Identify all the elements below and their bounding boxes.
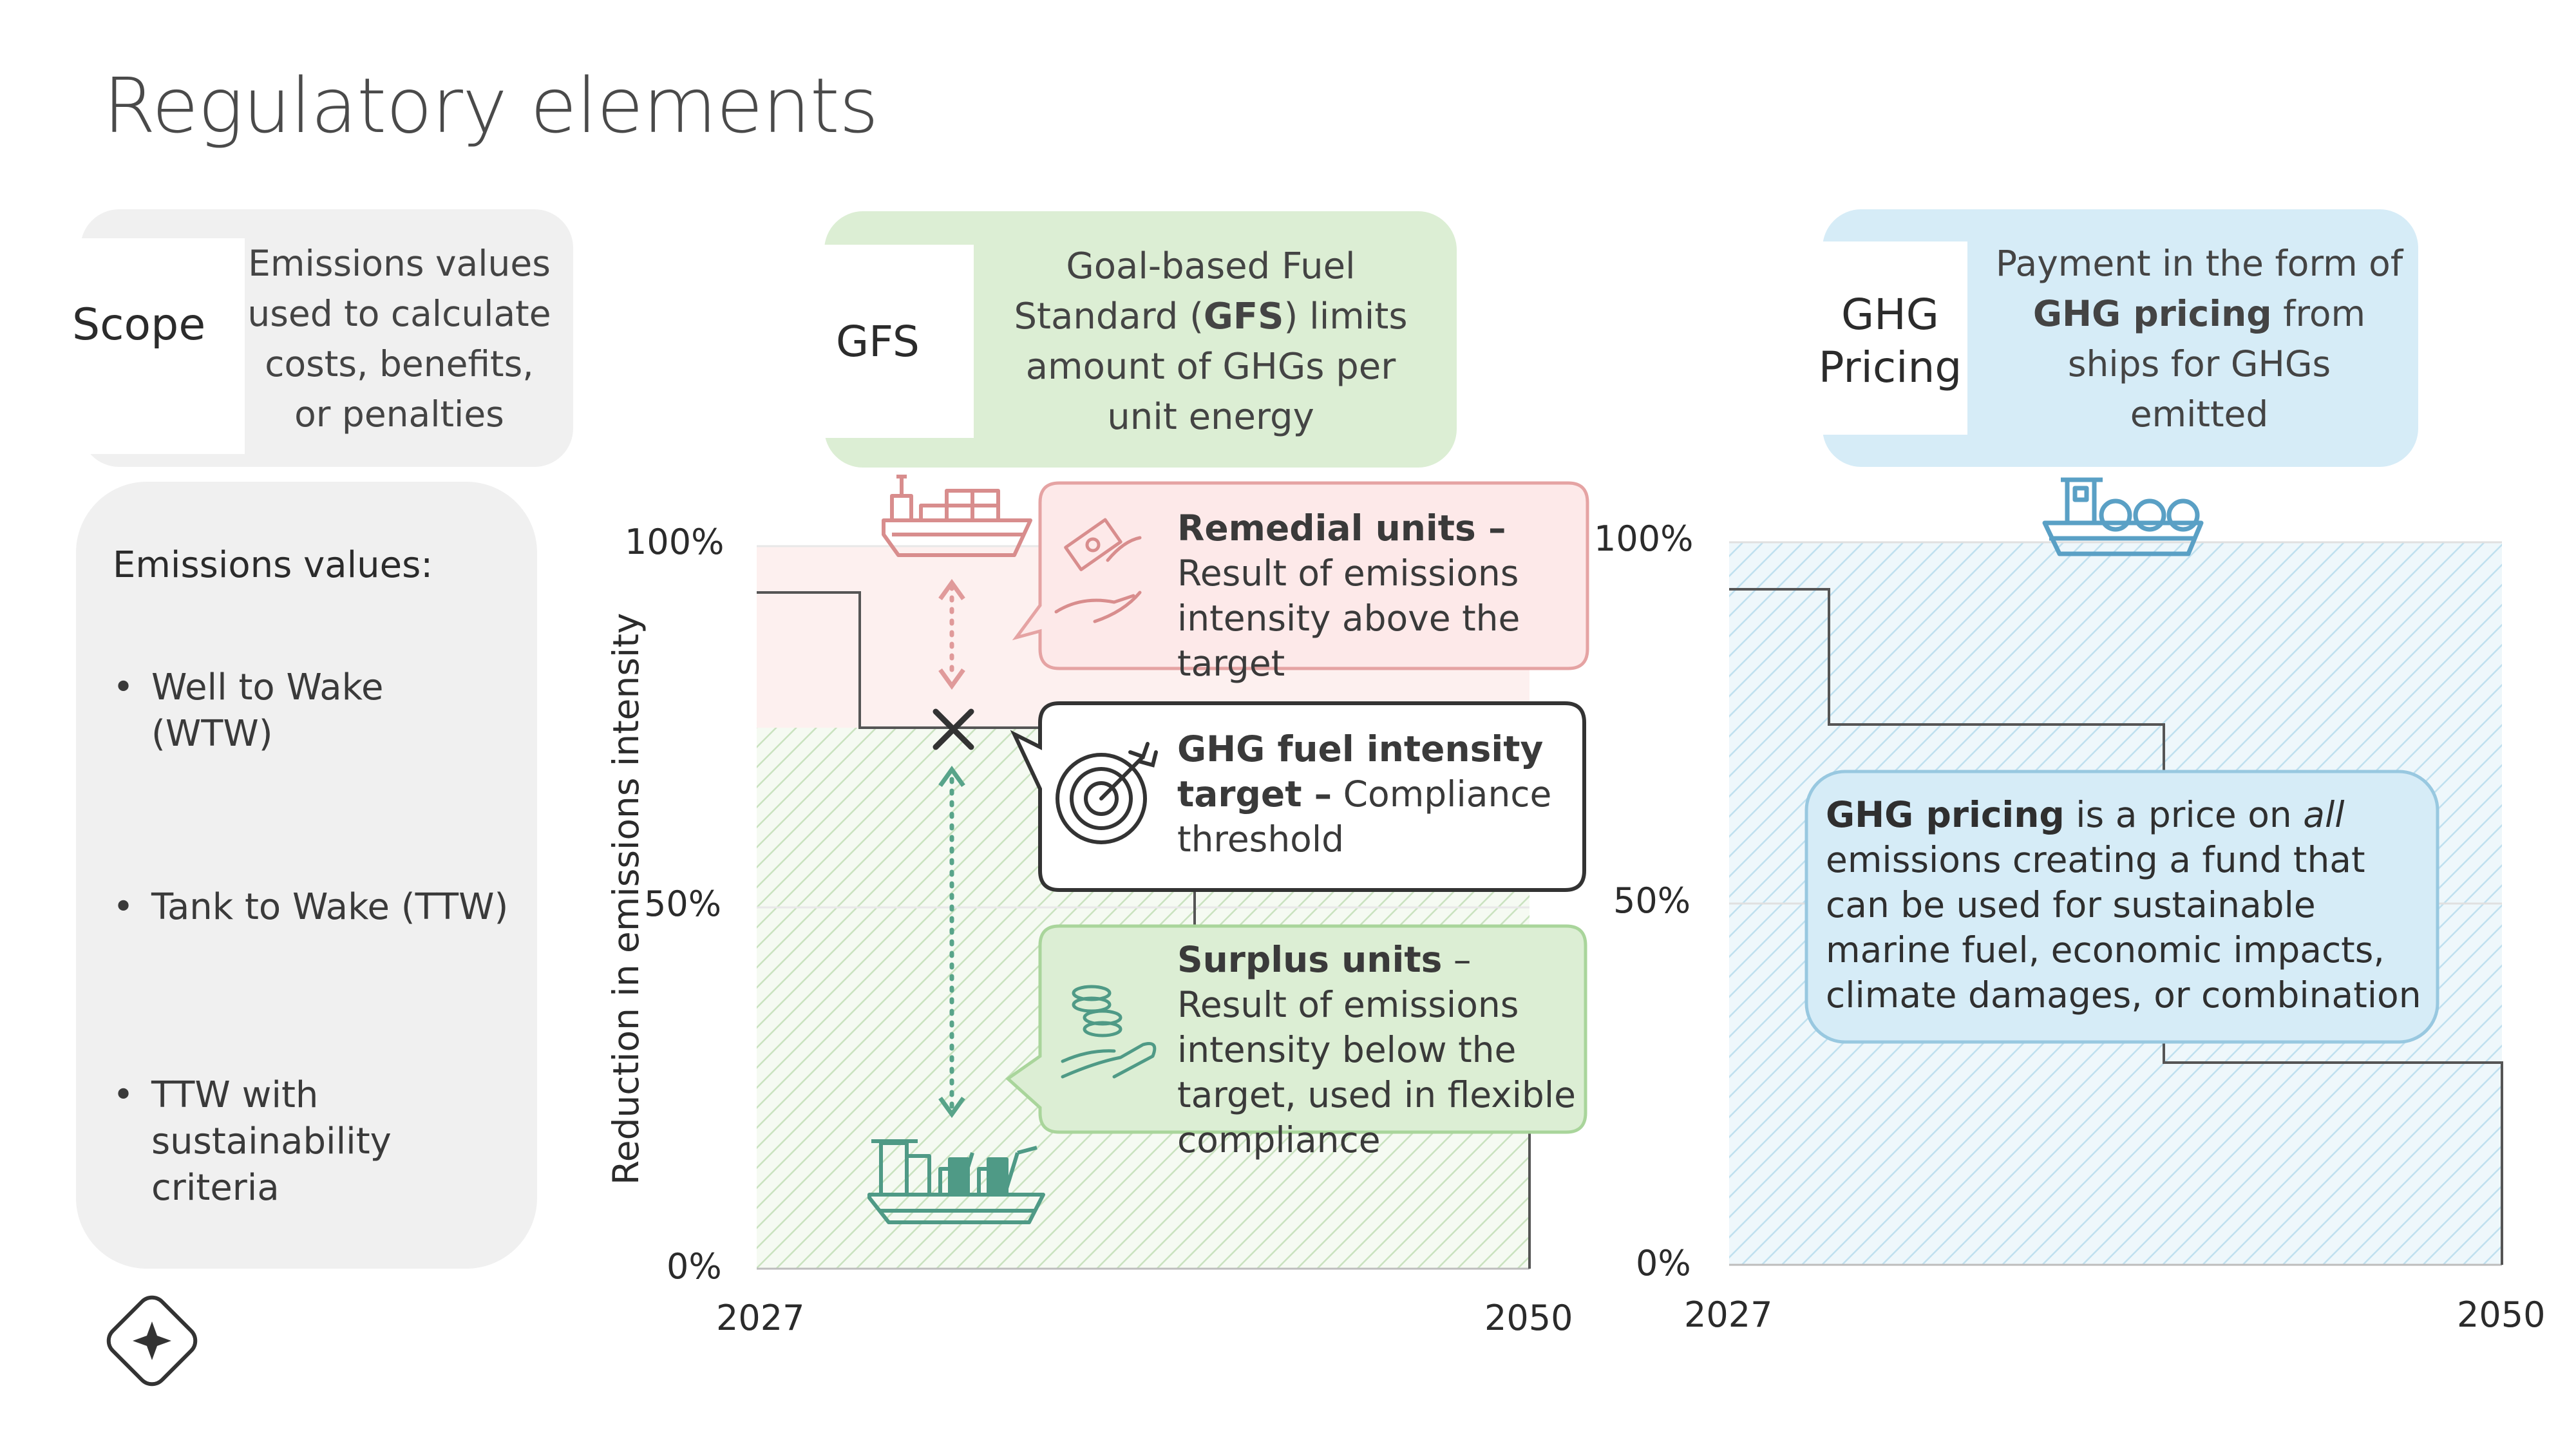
ghg-y-tick: 100% [1594,518,1694,559]
scope-label: Scope [72,299,206,350]
emissions-values-title: Emissions values: [113,544,433,586]
gfs-puzzle-piece [824,245,974,438]
target-callout [1010,701,1586,892]
page-title: Regulatory elements [103,61,878,150]
remedial-arrow [938,579,965,690]
emissions-value-item: •TTW with sustainability criteria [113,1074,392,1209]
emissions-values-panel [76,482,537,1269]
money-hand-icon [1054,518,1142,623]
gfs-description: Goal-based Fuel Standard (GFS) limits am… [1014,245,1408,438]
ghg-pricing-puzzle-piece [1823,242,1967,435]
emissions-value-item: •Tank to Wake (TTW) [113,886,509,928]
target-dart-icon [1056,742,1158,844]
ghg-y-tick: 50% [1613,880,1691,921]
gfs-label: GFS [836,317,920,366]
surplus-units-text: Surplus units – Result of emissions inte… [1177,939,1576,1160]
container-ship-icon [882,475,1032,557]
ghg-x-tick: 2027 [1684,1294,1773,1335]
surplus-arrow [938,766,965,1118]
ghg-x-tick: 2050 [2457,1294,2546,1335]
target-x-marker [933,708,974,750]
scope-description: Emissions values used to calculate costs… [247,243,551,435]
emissions-value-item: •Well to Wake (WTW) [113,667,384,755]
ghg-y-tick: 0% [1636,1243,1691,1283]
gfs-y-tick: 50% [644,884,722,924]
gfs-y-tick: 0% [667,1246,722,1287]
remedial-callout [1012,481,1589,670]
ghg-pricing-description: Payment in the form of GHG pricing from … [1995,243,2403,435]
gfs-y-axis-label: Reduction in emissions intensity [605,612,647,1185]
gfs-x-tick: 2027 [716,1298,805,1338]
logo-icon [106,1295,198,1387]
ghg-pricing-label: GHG Pricing [1818,290,1962,392]
surplus-callout [1005,924,1587,1134]
remedial-units-text: Remedial units – Result of emissions int… [1177,507,1520,684]
ghg-price-step-line [1729,588,2503,1265]
gfs-x-tick: 2050 [1484,1298,1573,1338]
gfs-y-tick: 100% [625,522,724,562]
scope-puzzle-piece [80,238,245,454]
lng-tanker-icon [2042,477,2204,556]
ghg-note-callout [1804,770,2439,1044]
ghg-pricing-note: GHG pricing is a price on all emissions … [1826,794,2421,1016]
coins-hand-icon [1061,985,1157,1079]
cargo-ship-icon [867,1139,1045,1224]
target-text: GHG fuel intensity target – Compliance t… [1177,728,1552,860]
